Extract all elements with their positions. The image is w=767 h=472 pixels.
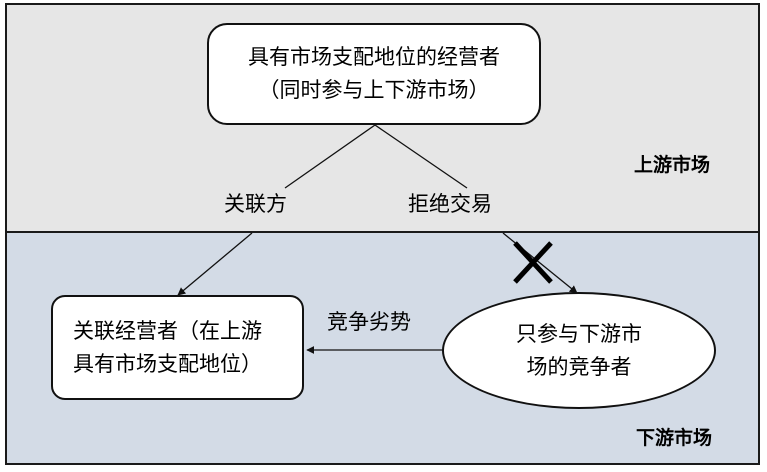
dominant-operator-node: 具有市场支配地位的经营者 （同时参与上下游市场） — [207, 23, 541, 125]
connector-dominant-to-branch-left — [284, 124, 376, 189]
affiliate-operator-node: 关联经营者（在上游 具有市场支配地位） — [51, 295, 304, 400]
dominant-operator-label-line2: （同时参与上下游市场） — [258, 78, 490, 102]
region-label-downstream: 下游市场 — [636, 427, 713, 449]
market-divider-line — [7, 231, 758, 233]
diagram-frame — [5, 3, 760, 465]
downstream-competitor-node: 只参与下游市 场的竞争者 — [442, 292, 716, 409]
arrow-refusal-to-competitor — [502, 232, 578, 294]
edge-label-related-party: 关联方 — [224, 192, 287, 216]
affiliate-operator-label-line1: 关联经营者（在上游 — [73, 318, 262, 343]
affiliate-operator-label-line2: 具有市场支配地位） — [73, 351, 262, 376]
arrow-related-party-to-affiliate — [177, 232, 253, 296]
edge-label-refusal-to-deal: 拒绝交易 — [408, 192, 492, 216]
connector-dominant-to-branch-right — [374, 124, 468, 189]
downstream-competitor-label-line2: 场的竞争者 — [526, 354, 632, 379]
downstream-competitor-label-line1: 只参与下游市 — [516, 321, 642, 346]
region-label-upstream: 上游市场 — [634, 154, 711, 176]
dominant-operator-label-line1: 具有市场支配地位的经营者 — [248, 45, 500, 69]
edge-label-competitive-disadvantage: 竞争劣势 — [327, 310, 411, 334]
cross-mark-icon — [513, 241, 553, 284]
